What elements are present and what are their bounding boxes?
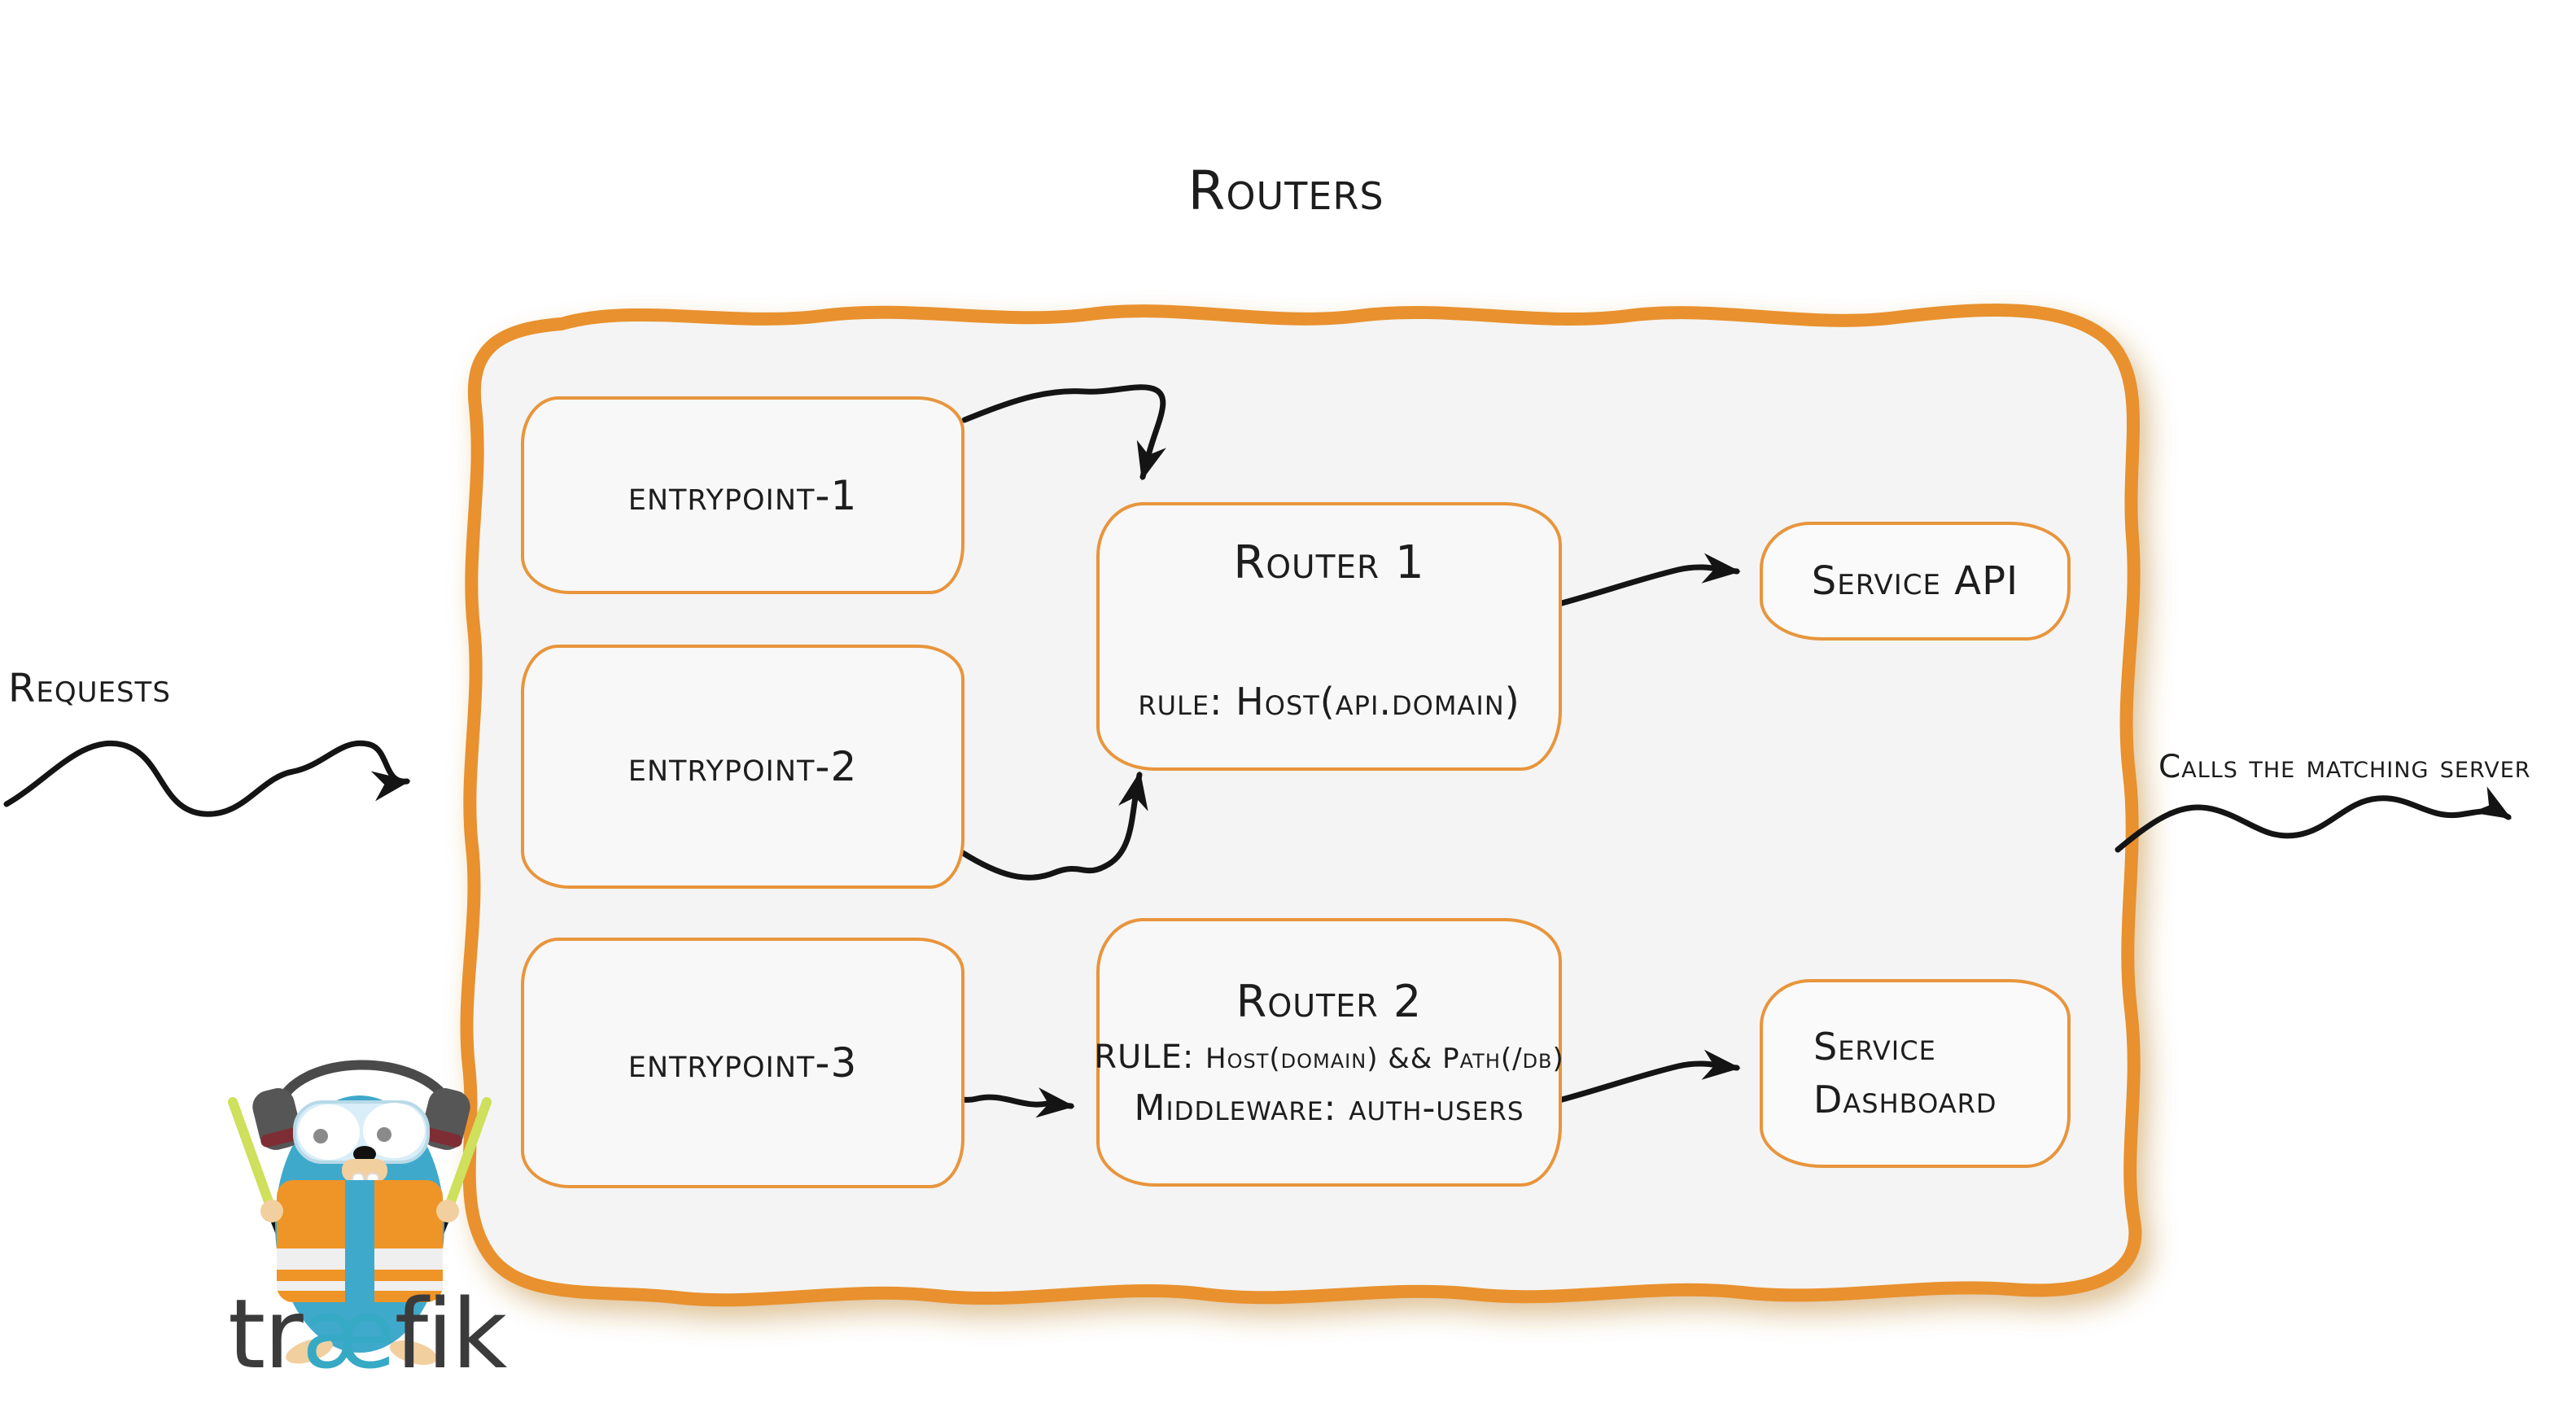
entrypoint-3-label: entrypoint-3	[628, 1039, 858, 1087]
arrow-entrypoint2-router1	[960, 771, 1148, 881]
service-api-box: Service API	[1760, 522, 2071, 641]
gopher-right-pupil	[377, 1127, 391, 1142]
arrow-router2-servicedashboard	[1550, 1049, 1741, 1105]
service-dashboard-box: Service Dashboard	[1760, 979, 2071, 1168]
router-1-box: Router 1 rule: Host(api.domain)	[1096, 502, 1562, 771]
logo-part-tr: tr	[228, 1278, 304, 1390]
gopher-right-eye	[363, 1103, 425, 1158]
entrypoint-2-box: entrypoint-2	[521, 645, 964, 889]
service-dashboard-label-line1: Service	[1813, 1024, 1936, 1069]
safety-vest-icon	[277, 1180, 443, 1302]
router-2-title: Router 2	[1236, 976, 1423, 1027]
router-2-middleware: Middleware: auth-users	[1134, 1087, 1524, 1129]
gopher-left-foot	[286, 1338, 333, 1364]
service-dashboard-label-line2: Dashboard	[1813, 1078, 1997, 1122]
router-2-box: Router 2 RULE: Host(domain) && Path(/db)…	[1094, 918, 1564, 1187]
arrow-calls-matching-server	[2115, 786, 2513, 853]
entrypoint-3-box: entrypoint-3	[521, 938, 964, 1188]
gopher-left-pupil	[313, 1129, 328, 1143]
gopher-left-hand	[260, 1200, 283, 1222]
traefik-logo-wordmark: træfik	[228, 1286, 507, 1382]
gopher-right-hand	[436, 1200, 459, 1222]
arrow-entrypoint1-router1	[961, 384, 1166, 481]
gopher-muzzle	[342, 1159, 387, 1182]
router-1-rule: rule: Host(api.domain)	[1138, 680, 1520, 724]
left-wand-icon	[228, 1097, 275, 1211]
headphones-left-cup-icon	[252, 1088, 303, 1150]
right-wand-icon	[444, 1097, 492, 1211]
entrypoint-1-box: entrypoint-1	[521, 396, 964, 594]
router-2-rule-value: Host(domain) && Path(/db)	[1205, 1043, 1564, 1075]
router-1-title: Router 1	[1233, 536, 1425, 589]
gopher-nose	[353, 1146, 376, 1162]
calls-matching-server-label: Calls the matching server	[2158, 749, 2531, 785]
logo-part-fik: fik	[394, 1278, 508, 1390]
requests-label: Requests	[8, 666, 171, 711]
arrow-router1-serviceapi	[1550, 553, 1741, 609]
entrypoint-1-label: entrypoint-1	[628, 471, 858, 519]
traefik-gopher-mascot	[228, 1060, 492, 1365]
page-title: Routers	[1187, 160, 1384, 222]
logo-part-ae: æ	[301, 1278, 396, 1390]
gopher-left-eye	[298, 1104, 360, 1160]
service-api-label: Service API	[1811, 558, 2019, 604]
router-2-rule: RULE: Host(domain) && Path(/db)	[1094, 1039, 1564, 1076]
headphones-band-icon	[273, 1060, 454, 1112]
arrow-requests	[3, 740, 411, 817]
gopher-right-foot	[389, 1340, 438, 1365]
entrypoint-2-label: entrypoint-2	[628, 743, 858, 790]
router-2-rule-label: RULE:	[1094, 1039, 1195, 1076]
headphones-right-cup-icon	[420, 1088, 470, 1150]
